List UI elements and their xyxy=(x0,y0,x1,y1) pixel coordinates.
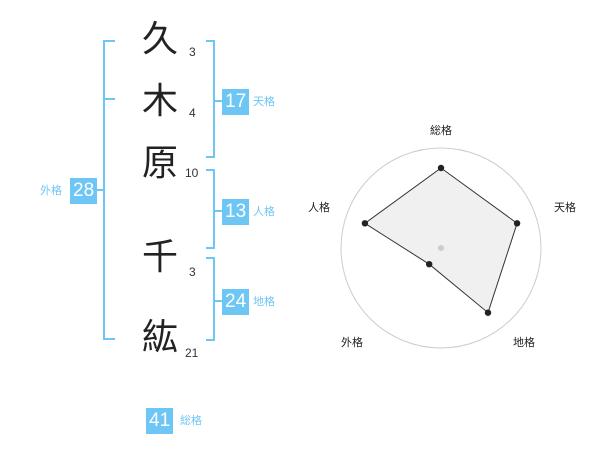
name-char-1: 久 xyxy=(141,19,178,60)
radar-axis-label-jinkaku: 人格 xyxy=(308,200,330,214)
radar-value-polygon xyxy=(364,167,518,314)
chikaku-label: 地格 xyxy=(253,295,275,308)
stroke-count-5: 21 xyxy=(185,346,199,360)
radar-point xyxy=(361,220,369,227)
radar-point xyxy=(426,261,433,268)
radar-axis-label-gaikaku: 外格 xyxy=(341,335,363,349)
stroke-count-1: 3 xyxy=(189,45,196,59)
gaikaku-label: 外格 xyxy=(40,184,62,197)
jinkaku-bracket xyxy=(206,169,215,249)
name-char-4: 千 xyxy=(141,237,178,278)
radar-center-dot xyxy=(438,245,444,251)
stroke-count-4: 3 xyxy=(189,265,196,279)
tenkaku-label: 天格 xyxy=(253,95,275,108)
radar-point xyxy=(484,309,492,316)
radar-points xyxy=(361,164,521,316)
tenkaku-value-badge: 17 xyxy=(222,89,250,115)
name-char-3: 原 xyxy=(141,143,178,184)
radar-chart: 総格 天格 地格 外格 人格 xyxy=(308,123,576,349)
tenkaku-bracket xyxy=(206,40,215,158)
chikaku-value-badge: 24 xyxy=(222,289,250,315)
jinkaku-label: 人格 xyxy=(253,205,275,218)
radar-axis-label-soukaku: 総格 xyxy=(430,123,452,137)
radar-axis-label-tenkaku: 天格 xyxy=(554,200,576,214)
stroke-count-2: 4 xyxy=(189,106,196,120)
radar-axis-label-chikaku: 地格 xyxy=(513,335,535,349)
radar-point xyxy=(513,220,521,227)
radar-point xyxy=(437,164,445,172)
soukaku-label: 総格 xyxy=(180,414,202,427)
jinkaku-value-badge: 13 xyxy=(222,199,250,225)
chikaku-bracket xyxy=(206,257,215,341)
name-char-5: 紘 xyxy=(141,317,178,358)
soukaku-value-badge: 41 xyxy=(146,408,174,434)
stroke-count-3: 10 xyxy=(185,166,199,180)
gaikaku-bracket xyxy=(103,40,115,340)
name-char-2: 木 xyxy=(141,81,178,122)
gaikaku-value-badge: 28 xyxy=(70,178,98,204)
